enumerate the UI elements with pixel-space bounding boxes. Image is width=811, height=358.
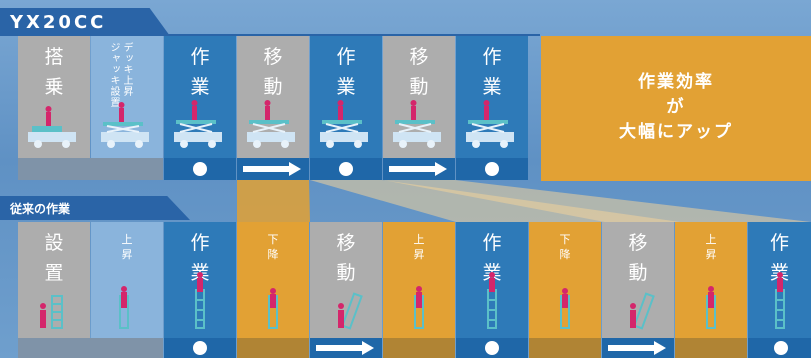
timeline-cell — [383, 338, 455, 358]
step-label: 移 動 — [628, 232, 648, 284]
step-label: 上 昇 — [705, 233, 717, 261]
result-line: が — [666, 97, 686, 117]
ladder-person-icon — [775, 272, 785, 329]
header-yx20cc: YX20CC — [0, 8, 170, 36]
step-label: 作 業 — [190, 46, 210, 98]
timeline-cell — [18, 338, 163, 358]
step-label: 移 動 — [336, 232, 356, 284]
header-conventional: 従来の作業 — [0, 196, 190, 220]
step-label: デッキ上昇 ジャッキ設置 — [108, 42, 132, 108]
step-label: 上 昇 — [413, 233, 425, 261]
step-work-2: 作 業 — [456, 222, 528, 338]
work-marker-icon — [485, 341, 499, 355]
result-line: 作業効率 — [638, 72, 714, 92]
step-descend-1: 下 降 — [237, 222, 309, 338]
move-arrow-icon — [316, 341, 374, 355]
lift-machine-icon — [393, 100, 441, 148]
move-arrow-icon — [389, 162, 447, 176]
step-install: 設 置 — [18, 222, 90, 338]
step-label: 作 業 — [190, 232, 210, 284]
timeline-cell — [529, 338, 601, 358]
ladder-person-icon — [338, 292, 363, 330]
ladder-person-icon — [630, 292, 655, 330]
ladder-person-icon — [706, 286, 716, 329]
result-box: 作業効率 が 大幅にアップ — [541, 36, 811, 181]
lift-machine-icon — [247, 100, 295, 148]
work-marker-icon — [193, 341, 207, 355]
timeline-cell — [18, 158, 163, 180]
work-marker-icon — [339, 162, 353, 176]
lift-machine-icon — [28, 106, 76, 148]
work-marker-icon — [774, 341, 788, 355]
move-arrow-icon — [243, 162, 301, 176]
step-label: 下 降 — [267, 233, 279, 261]
top-machines — [28, 100, 514, 148]
lift-machine-icon — [174, 100, 222, 148]
work-marker-icon — [485, 162, 499, 176]
work-marker-icon — [193, 162, 207, 176]
lift-machine-icon — [466, 100, 514, 148]
ladder-person-icon — [40, 295, 63, 329]
step-label: 搭 乗 — [44, 46, 64, 98]
step-label: 移 動 — [409, 46, 429, 98]
step-descend-2: 下 降 — [529, 222, 601, 338]
lift-machine-icon — [101, 102, 149, 148]
timeline-cell — [675, 338, 747, 358]
step-label: 設 置 — [44, 232, 64, 284]
header-title: 従来の作業 — [10, 202, 71, 216]
step-label: 作 業 — [336, 46, 356, 98]
lift-machine-icon — [320, 100, 368, 148]
move-arrow-icon — [608, 341, 666, 355]
step-ascend-2: 上 昇 — [383, 222, 455, 338]
header-underline — [0, 34, 540, 36]
step-label: 作 業 — [482, 46, 502, 98]
ladder-person-icon — [414, 286, 424, 329]
step-label: 上 昇 — [121, 233, 133, 261]
header-title: YX20CC — [10, 12, 107, 33]
step-label: 下 降 — [559, 233, 571, 261]
step-move-2: 移 動 — [602, 222, 674, 338]
ladder-person-icon — [268, 288, 278, 329]
step-label: 移 動 — [263, 46, 283, 98]
ladder-person-icon — [487, 272, 497, 329]
ladder-person-icon — [195, 272, 205, 329]
ladder-person-icon — [560, 288, 570, 329]
result-line: 大幅にアップ — [619, 122, 733, 142]
ladder-person-icon — [119, 286, 129, 329]
timeline-cell — [237, 338, 309, 358]
step-ascend-3: 上 昇 — [675, 222, 747, 338]
